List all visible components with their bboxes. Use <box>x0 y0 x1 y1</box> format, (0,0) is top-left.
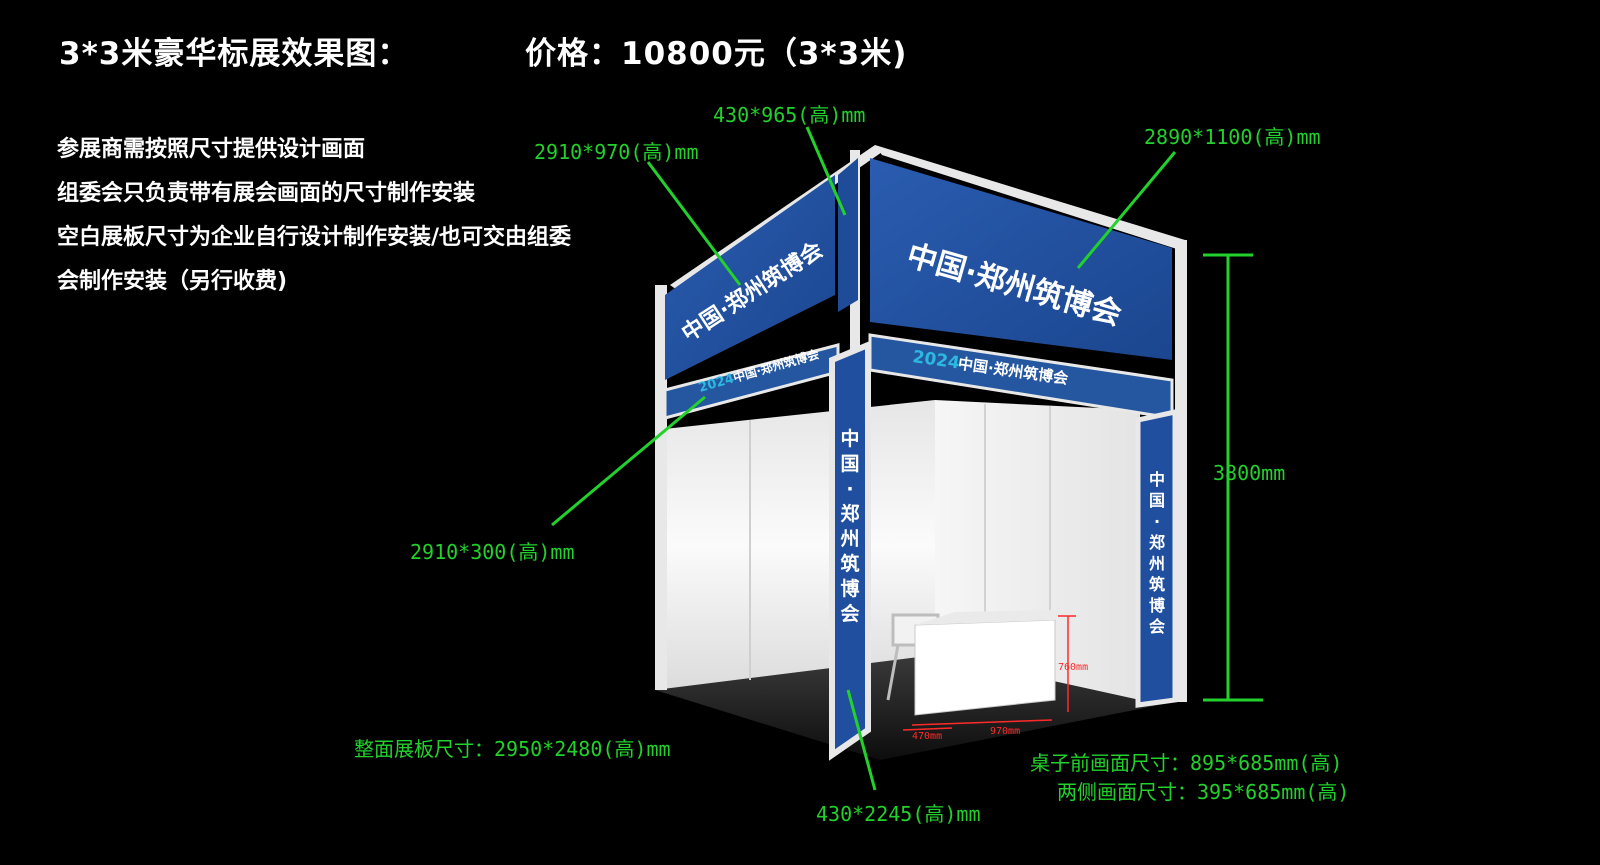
column-char: 国 <box>840 453 859 475</box>
note-line-1: 参展商需按照尺寸提供设计画面 <box>57 137 366 162</box>
column-char: 会 <box>840 602 859 625</box>
left-header-banner <box>665 175 835 380</box>
note-line-4: 会制作安装（另行收费) <box>57 269 288 294</box>
dim-desk-height: 760mm <box>1058 662 1089 673</box>
column-char: 会 <box>1149 617 1165 636</box>
dim-desk-sides: 两侧画面尺寸：395*685mm(高) <box>1057 780 1350 804</box>
dim-desk-depth: 470mm <box>912 731 943 742</box>
dim-wall-panel: 整面展板尺寸：2950*2480(高)mm <box>354 737 671 761</box>
right-column-panel <box>1135 408 1178 708</box>
note-line-2: 组委会只负责带有展会画面的尺寸制作安装 <box>57 181 476 206</box>
column-char: 博 <box>1149 596 1165 615</box>
column-char: 郑 <box>1149 533 1165 552</box>
page-title: 3*3米豪华标展效果图： <box>59 36 410 72</box>
dimension-leaders <box>551 126 1263 791</box>
dim-total-height: 3800mm <box>1213 461 1286 485</box>
dim-top-corner-panel: 430*965(高)mm <box>713 103 866 127</box>
column-char: 中 <box>840 427 859 450</box>
dim-right-header-panel: 2890*1100(高)mm <box>1144 125 1321 149</box>
dim-left-header-panel: 2910*970(高)mm <box>534 140 699 164</box>
front-column-panel <box>829 340 871 761</box>
dim-left-lintel: 2910*300(高)mm <box>410 540 575 564</box>
dim-desk-width: 970mm <box>990 726 1021 737</box>
note-line-3: 空白展板尺寸为企业自行设计制作安装/也可交由组委 <box>57 225 572 250</box>
column-char: · <box>846 478 853 500</box>
dim-column-panel: 430*2245(高)mm <box>816 802 981 826</box>
column-char: 筑 <box>1149 575 1165 594</box>
column-char: 州 <box>1148 554 1165 573</box>
right-header-banner <box>870 158 1172 360</box>
top-corner-panel <box>838 158 858 312</box>
column-char: 博 <box>840 577 859 600</box>
price-label: 价格：10800元（3*3米) <box>525 36 908 72</box>
column-char: 筑 <box>840 552 859 575</box>
column-char: 中 <box>1149 470 1165 489</box>
column-char: 郑 <box>840 503 859 525</box>
reception-desk <box>914 610 1058 716</box>
column-char: 州 <box>840 528 859 550</box>
dim-desk-front: 桌子前画面尺寸：895*685mm(高) <box>1030 751 1343 775</box>
right-column-text: 中国 · 郑州筑博会 <box>1148 470 1165 636</box>
column-char: · <box>1154 512 1160 531</box>
column-char: 国 <box>1149 491 1165 510</box>
desk-measure-lines <box>902 615 1076 731</box>
front-column-text: 中国 · 郑州筑博会 <box>840 427 859 625</box>
